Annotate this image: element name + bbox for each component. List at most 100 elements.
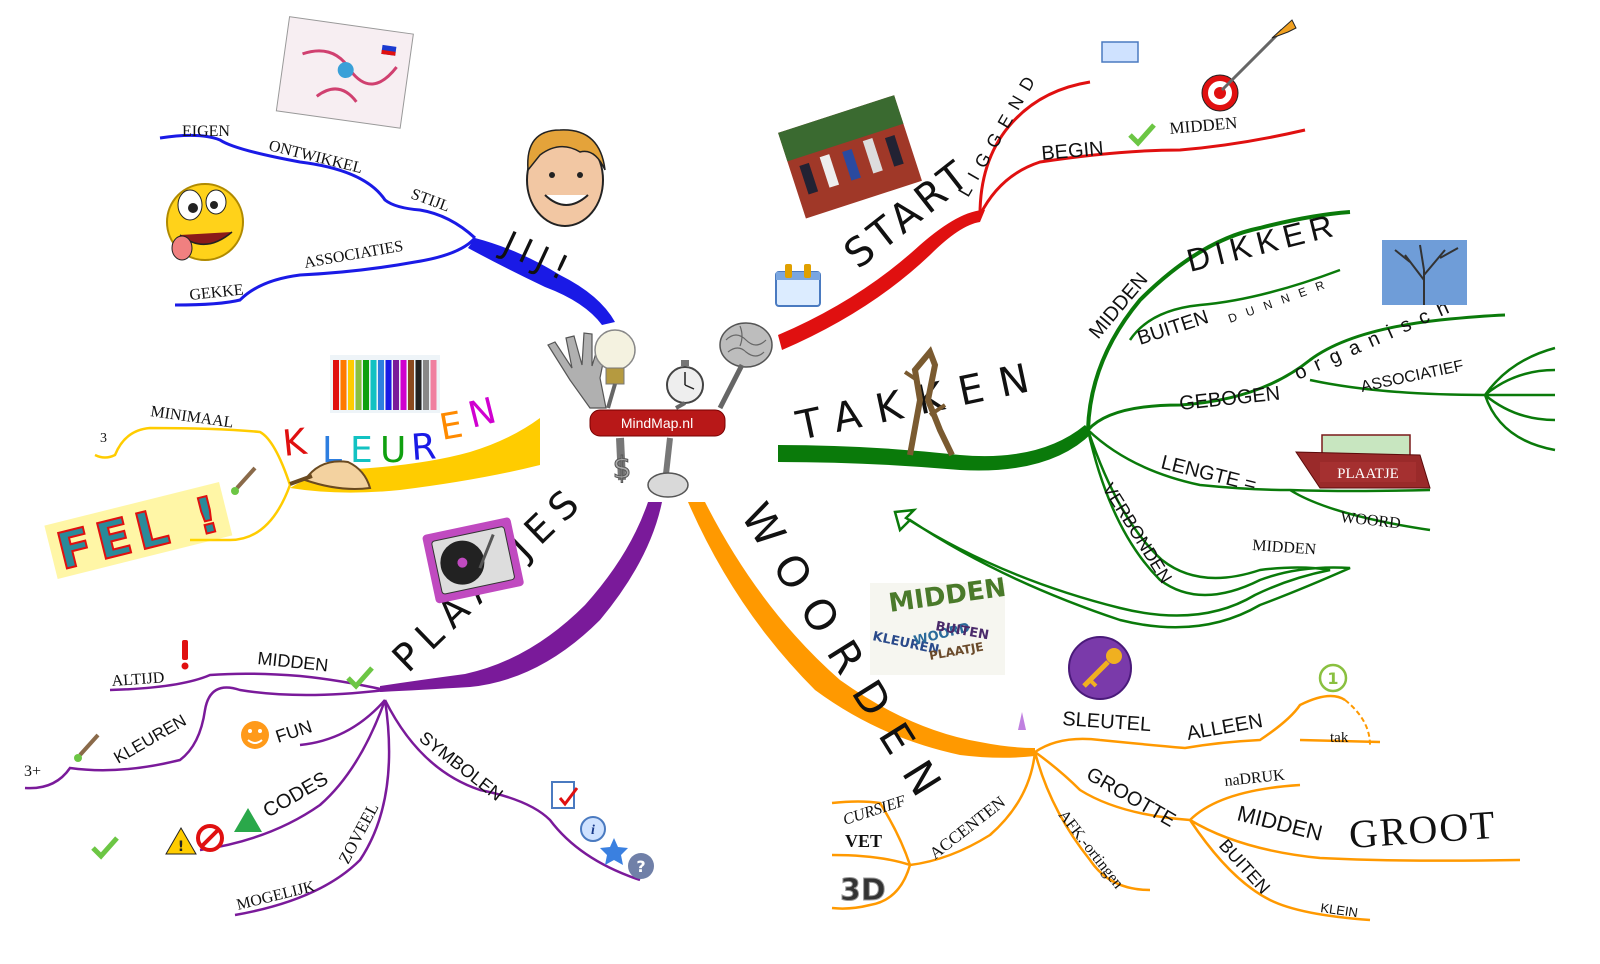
label-codes: CODES xyxy=(260,768,333,823)
branch-woorden-stem xyxy=(688,502,1035,758)
branch-start-sub2 xyxy=(978,128,1306,216)
label-sleutel: SLEUTEL xyxy=(1062,708,1152,736)
brush-small-icon xyxy=(231,466,257,495)
brush-small-icon xyxy=(74,733,100,762)
kleuren-letter: K xyxy=(281,422,310,465)
label-grootte: GROOTTE xyxy=(1083,763,1180,831)
branch-kleuren-sub1 xyxy=(94,426,292,486)
central-image[interactable]: MindMap.nl $ xyxy=(547,322,773,498)
svg-text:!: ! xyxy=(178,839,184,855)
target-dart-icon xyxy=(1201,19,1297,112)
pencil xyxy=(430,360,437,410)
branch-jij-sub1 xyxy=(159,133,477,240)
label-mogelijk: MOGELIJK xyxy=(235,878,317,914)
branch-takken-arrow xyxy=(893,429,1351,629)
center-label: MindMap.nl xyxy=(621,415,693,431)
branch-takken-sub5 xyxy=(1087,429,1431,532)
branch-jij-stem xyxy=(468,238,615,325)
branch-start-stem xyxy=(778,210,985,350)
pencil xyxy=(363,360,369,410)
no-entry-icon xyxy=(196,824,224,852)
runners-photo-icon xyxy=(778,95,922,219)
kleuren-letter: N xyxy=(464,390,500,436)
pencil xyxy=(423,360,429,410)
pencil xyxy=(348,360,354,410)
pencil xyxy=(415,360,422,410)
branch-plaatjes-sub4 xyxy=(199,699,387,852)
checkmark-icon xyxy=(91,836,119,860)
branch-woorden-sub2 xyxy=(1034,750,1521,922)
number-one-icon: 1 xyxy=(1318,663,1348,693)
label-eigen: EIGEN xyxy=(182,123,230,140)
bare-tree-icon xyxy=(1382,240,1467,305)
branch-woorden-dashed xyxy=(1344,699,1371,746)
label-3d: 3D xyxy=(840,873,886,908)
label-ontwikkel: ONTWIKKEL xyxy=(267,137,364,177)
label-associatief: ASSOCIATIEF xyxy=(1359,357,1465,395)
pencil xyxy=(408,360,414,410)
star-icon xyxy=(600,838,628,865)
pencil xyxy=(400,360,407,410)
kleuren-letter: E xyxy=(436,405,466,449)
label-altijd: ALTIJD xyxy=(111,669,165,690)
label-one: 1 xyxy=(1327,669,1338,688)
warning-icon: ! xyxy=(165,826,197,855)
svg-text:i: i xyxy=(591,823,595,838)
colored-pencils-icon xyxy=(330,355,440,413)
branch-woorden[interactable]: WOORDEN SLEUTEL ALLEEN tak GROOTTE naDRU… xyxy=(688,494,1521,922)
branch-plaatjes-stem xyxy=(380,502,662,692)
mindmap-thumbnail-icon xyxy=(275,16,414,129)
triangle-icon xyxy=(234,808,262,832)
pencil xyxy=(355,360,362,410)
branch-woorden-sub1 xyxy=(1034,694,1381,754)
label-three: 3 xyxy=(100,431,107,446)
pencil xyxy=(340,360,347,410)
label-fel: FEL ! xyxy=(51,484,230,581)
kleuren-letter: U xyxy=(380,430,406,471)
label-gekke: GEKKE xyxy=(189,281,245,304)
card-icon xyxy=(1101,41,1139,63)
label-verbonden: VERBONDEN xyxy=(1099,480,1176,587)
label-takken-midden2: MIDDEN xyxy=(1252,537,1317,558)
branch-takken-sub3 xyxy=(1086,313,1506,432)
brain-icon xyxy=(717,322,773,410)
label-buiten: BUITEN xyxy=(1135,306,1212,350)
toilet-icon xyxy=(647,437,689,498)
pencil xyxy=(378,360,384,410)
branch-plaatjes-sub5 xyxy=(234,699,391,917)
label-afkortingen: AFK.-ortingen xyxy=(1055,807,1127,892)
branch-jij[interactable]: JIJ! EIGEN ONTWIKKEL STIJL ASSOCIATIES G… xyxy=(159,16,615,325)
label-gebogen: GEBOGEN xyxy=(1178,383,1281,415)
pencil xyxy=(333,360,339,410)
label-dunner: DUNNER xyxy=(1226,275,1335,326)
branch-takken-stem xyxy=(778,425,1092,471)
branch-takken-sub4 xyxy=(1309,346,1556,452)
label-symbolen: SYMBOLEN xyxy=(416,727,507,804)
branch-takken-sub1 xyxy=(1086,210,1351,431)
branch-start[interactable]: START LIGGEND BEGIN MIDDEN xyxy=(775,19,1306,350)
key-icon xyxy=(1068,636,1132,700)
label-begin: BEGIN xyxy=(1041,138,1105,165)
label-plaatjes-kleuren: KLEUREN xyxy=(111,711,190,768)
label-plaatje-box: PLAATJE xyxy=(1337,466,1399,482)
checkmark-icon xyxy=(1128,123,1156,147)
label-woord: WOORD xyxy=(1340,509,1402,532)
branch-start-sub1 xyxy=(978,80,1091,216)
paintbrush-icon xyxy=(289,460,372,490)
label-tak: tak xyxy=(1330,730,1349,746)
branch-plaatjes-sub6 xyxy=(383,699,641,882)
branch-plaatjes-sub2 xyxy=(24,686,386,790)
turntable-icon xyxy=(422,517,524,604)
kleuren-letter: R xyxy=(410,426,438,469)
branch-plaatjes-sub1 xyxy=(109,672,386,692)
label-fun: FUN xyxy=(273,716,314,746)
document-check-icon xyxy=(551,781,579,809)
checkmark-icon xyxy=(346,666,374,690)
label-liggend: LIGGEND xyxy=(954,65,1043,200)
label-start-midden: MIDDEN xyxy=(1169,113,1238,138)
fel-wordart-icon: FEL ! xyxy=(44,482,233,582)
label-vet: VET xyxy=(845,831,882,851)
label-klein: KLEIN xyxy=(1320,900,1359,920)
